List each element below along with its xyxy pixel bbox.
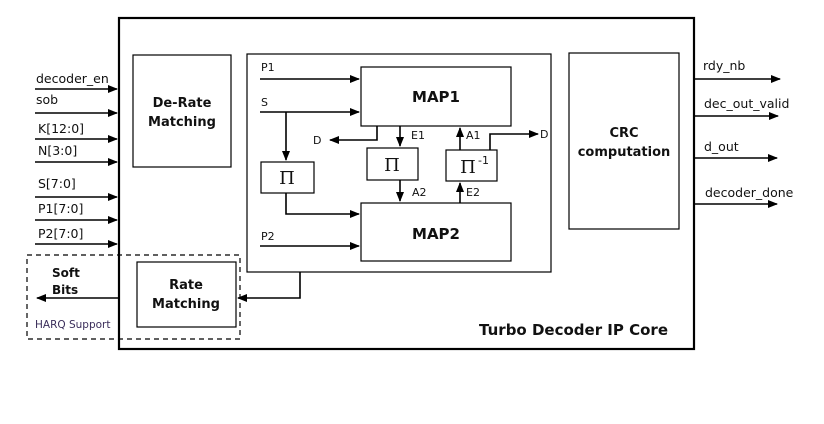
de-rate-matching-label-1: De-Rate [153,96,212,111]
input-label-s: S[7:0] [38,176,76,191]
map1-label: MAP1 [412,88,460,106]
output-signals: rdy_nb dec_out_valid d_out decoder_done [695,58,794,208]
crc-computation-block: CRC computation [568,52,680,230]
rate-matching-block: Rate Matching [136,261,237,328]
a1-label: A1 [466,129,481,142]
output-label-decoder-done: decoder_done [705,185,794,200]
soft-bits-label-2: Bits [52,283,78,297]
input-label-k: K[12:0] [38,121,84,136]
a2-label: A2 [412,186,427,199]
input-label-decoder-en: decoder_en [36,71,109,86]
e1-label: E1 [411,129,425,142]
input-signals: decoder_en sob K[12:0] N[3:0] S[7:0] P1[… [35,71,118,248]
interleaver-middle-block: Π [366,147,419,181]
s-label: S [261,96,268,109]
de-rate-matching-block: De-Rate Matching [132,54,232,168]
d-right-arrow [489,130,539,150]
harq-support-label: HARQ Support [35,319,110,331]
interleaver-to-map2-arrow [285,193,360,218]
interleaver-left-symbol: Π [279,168,295,189]
feedback-to-rate-matching-arrow [237,272,301,302]
rate-matching-label-2: Matching [152,297,220,312]
input-label-sob: sob [36,92,58,107]
deinterleaver-superscript: -1 [478,154,489,167]
output-label-rdy-nb: rdy_nb [703,58,745,73]
input-label-p1: P1[7:0] [38,201,83,216]
deinterleaver-symbol: Π [460,157,476,178]
turbo-decoder-core-box [117,16,696,351]
soft-bits-label-1: Soft [52,266,80,280]
crc-label-2: computation [578,145,671,160]
d-right-label: D [540,128,548,141]
p1-label: P1 [261,61,275,74]
crc-label-1: CRC [609,126,638,141]
e2-label: E2 [466,186,480,199]
map1-block: MAP1 [360,66,512,127]
d-left-arrow [329,126,378,144]
map2-label: MAP2 [412,225,460,243]
output-label-d-out: d_out [704,139,739,154]
deinterleaver-block: Π -1 [445,149,498,182]
input-label-p2: P2[7:0] [38,226,83,241]
d-left-label: D [313,134,321,147]
interleaver-middle-symbol: Π [384,155,400,176]
de-rate-matching-label-2: Matching [148,115,216,130]
output-label-dec-out-valid: dec_out_valid [704,96,789,111]
core-title: Turbo Decoder IP Core [479,321,668,339]
p2-label: P2 [261,230,275,243]
interleaver-left-block: Π [260,161,315,194]
rate-matching-label-1: Rate [169,278,203,293]
map2-block: MAP2 [360,202,512,262]
input-label-n: N[3:0] [38,143,77,158]
